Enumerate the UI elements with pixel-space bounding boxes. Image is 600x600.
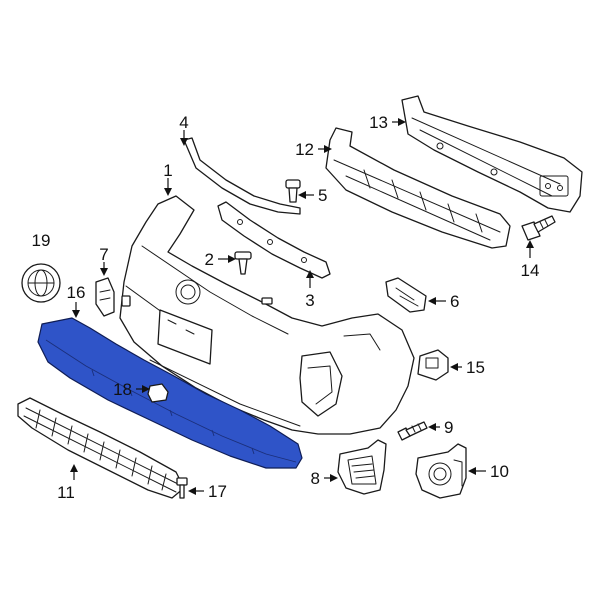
callout-16[interactable]: 16 xyxy=(67,283,86,302)
callout-10[interactable]: 10 xyxy=(490,462,509,481)
callout-8[interactable]: 8 xyxy=(311,469,320,488)
part-3-retainer[interactable] xyxy=(217,201,331,279)
callout-6[interactable]: 6 xyxy=(450,292,459,311)
callout-7[interactable]: 7 xyxy=(99,245,108,264)
callout-3[interactable]: 3 xyxy=(305,291,314,310)
callout-4[interactable]: 4 xyxy=(179,113,188,132)
part-14-bolt[interactable] xyxy=(521,215,556,241)
callout-9[interactable]: 9 xyxy=(444,418,453,437)
part-2-push-clip[interactable] xyxy=(234,251,252,275)
callout-1[interactable]: 1 xyxy=(163,161,172,180)
callout-2[interactable]: 2 xyxy=(205,250,214,269)
part-13-reinforcement[interactable] xyxy=(401,95,583,213)
part-10-fog-housing[interactable] xyxy=(415,443,467,499)
part-15-bracket[interactable] xyxy=(417,349,449,381)
part-12-absorber[interactable] xyxy=(325,127,511,249)
part-5-clip[interactable] xyxy=(285,179,301,203)
callout-11[interactable]: 11 xyxy=(57,483,75,502)
part-7-side-bracket[interactable] xyxy=(95,277,115,317)
part-8-fog-bezel[interactable] xyxy=(337,439,387,495)
callout-14[interactable]: 14 xyxy=(521,261,540,280)
part-9-bolt[interactable] xyxy=(397,421,428,441)
callout-17[interactable]: 17 xyxy=(208,482,227,501)
callout-5[interactable]: 5 xyxy=(318,186,327,205)
part-11-lower-grille[interactable] xyxy=(17,397,185,499)
callout-12[interactable]: 12 xyxy=(295,140,314,159)
part-4-upper-strip[interactable] xyxy=(183,137,301,215)
callout-labels: 1 2 3 4 5 6 7 8 9 10 11 12 13 14 15 16 1… xyxy=(32,113,540,502)
callout-13[interactable]: 13 xyxy=(369,113,388,132)
leader-lines xyxy=(70,118,534,495)
part-18-clip[interactable] xyxy=(147,383,169,403)
part-16-lower-spoiler[interactable] xyxy=(37,317,303,469)
part-6-bracket[interactable] xyxy=(385,277,427,313)
part-19-emblem[interactable] xyxy=(21,263,61,303)
part-17-bolt[interactable] xyxy=(176,477,188,499)
callout-19[interactable]: 19 xyxy=(32,231,51,250)
callout-15[interactable]: 15 xyxy=(466,358,485,377)
part-1-bumper-cover[interactable] xyxy=(119,195,415,435)
callout-18[interactable]: 18 xyxy=(113,380,132,399)
